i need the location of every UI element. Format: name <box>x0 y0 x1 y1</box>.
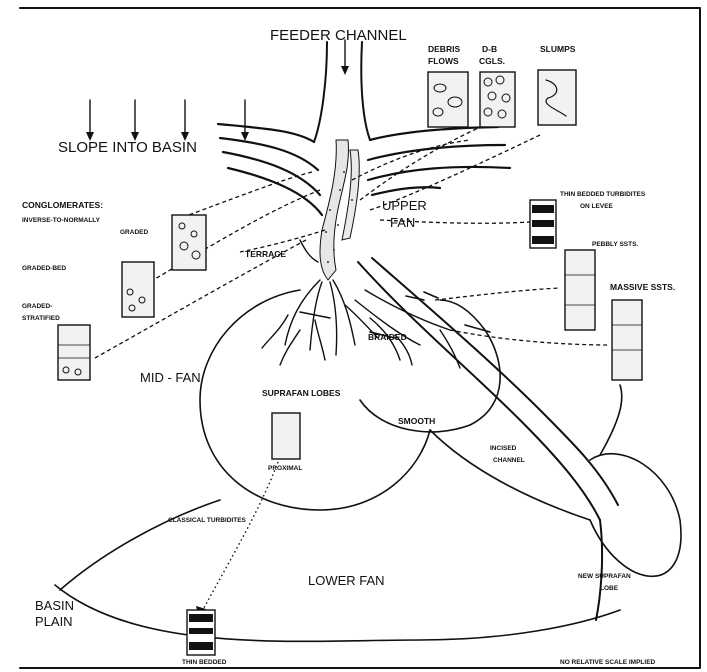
label-pebbly-ssts: PEBBLY SSTS. <box>592 241 638 248</box>
label-new-suprafan-lobe-line1: NEW SUPRAFAN <box>578 573 631 580</box>
core-slumps <box>538 70 576 125</box>
label-braided: BRAIDED <box>368 332 407 342</box>
label-classical-turbidites: CLASSICAL TURBIDITES <box>168 517 247 524</box>
label-thin-bedded-levee-line2: ON LEVEE <box>580 203 614 210</box>
label-inverse-graded-line1: INVERSE-TO-NORMALLY <box>22 217 101 224</box>
label-conglomerates: CONGLOMERATES: <box>22 200 103 210</box>
flow-arrows <box>86 40 349 141</box>
fan-outlines <box>55 290 681 641</box>
label-incised-channel-line1: INCISED <box>490 445 517 452</box>
label-smooth: SMOOTH <box>398 416 435 426</box>
label-incised-channel-line2: CHANNEL <box>493 457 525 464</box>
core-debris-flows <box>428 72 468 127</box>
label-suprafan-lobes: SUPRAFAN LOBES <box>262 388 341 398</box>
label-upper-fan-line2: FAN <box>390 215 415 230</box>
label-graded-stratified-line2: STRATIFIED <box>22 315 60 322</box>
label-slope-into-basin: SLOPE INTO BASIN <box>58 139 197 156</box>
core-samples <box>58 70 642 655</box>
label-upper-fan-line1: UPPER <box>382 198 427 213</box>
core-inverse-graded <box>172 215 206 270</box>
label-inverse-graded-line2: GRADED <box>120 229 148 236</box>
channel-fill <box>320 140 359 280</box>
label-basin-plain-line2: PLAIN <box>35 614 73 629</box>
core-proximal <box>272 413 300 459</box>
label-graded-bed: GRADED-BED <box>22 265 66 272</box>
label-proximal: PROXIMAL <box>268 465 302 472</box>
core-pebbly-ssts <box>565 250 595 330</box>
label-lower-fan: LOWER FAN <box>308 573 385 588</box>
label-scale-note: NO RELATIVE SCALE IMPLIED <box>560 659 656 666</box>
core-graded-bed <box>122 262 154 317</box>
distributary-channels <box>262 240 460 368</box>
diagram-frame <box>20 8 700 668</box>
label-thin-bedded: THIN BEDDED <box>182 659 227 666</box>
label-db-cgls-line1: D-B <box>482 44 497 54</box>
core-massive-ssts <box>612 300 642 380</box>
label-debris-flows-line2: FLOWS <box>428 56 459 66</box>
label-slumps: SLUMPS <box>540 44 576 54</box>
feeder-channel-walls <box>218 42 510 215</box>
label-feeder-channel: FEEDER CHANNEL <box>270 27 407 44</box>
label-thin-bedded-levee-line1: THIN BEDDED TURBIDITES <box>560 191 646 198</box>
label-new-suprafan-lobe-line2: LOBE <box>600 585 619 592</box>
core-graded-stratified <box>58 325 90 380</box>
label-debris-flows-line1: DEBRIS <box>428 44 460 54</box>
label-mid-fan: MID - FAN <box>140 370 201 385</box>
label-graded-stratified-line1: GRADED- <box>22 303 52 310</box>
label-terrace: TERRACE <box>245 249 286 259</box>
label-db-cgls-line2: CGLS. <box>479 56 505 66</box>
label-massive-ssts: MASSIVE SSTS. <box>610 282 675 292</box>
label-basin-plain-line1: BASIN <box>35 598 74 613</box>
labels: FEEDER CHANNEL DEBRIS FLOWS D-B CGLS. SL… <box>22 27 675 666</box>
